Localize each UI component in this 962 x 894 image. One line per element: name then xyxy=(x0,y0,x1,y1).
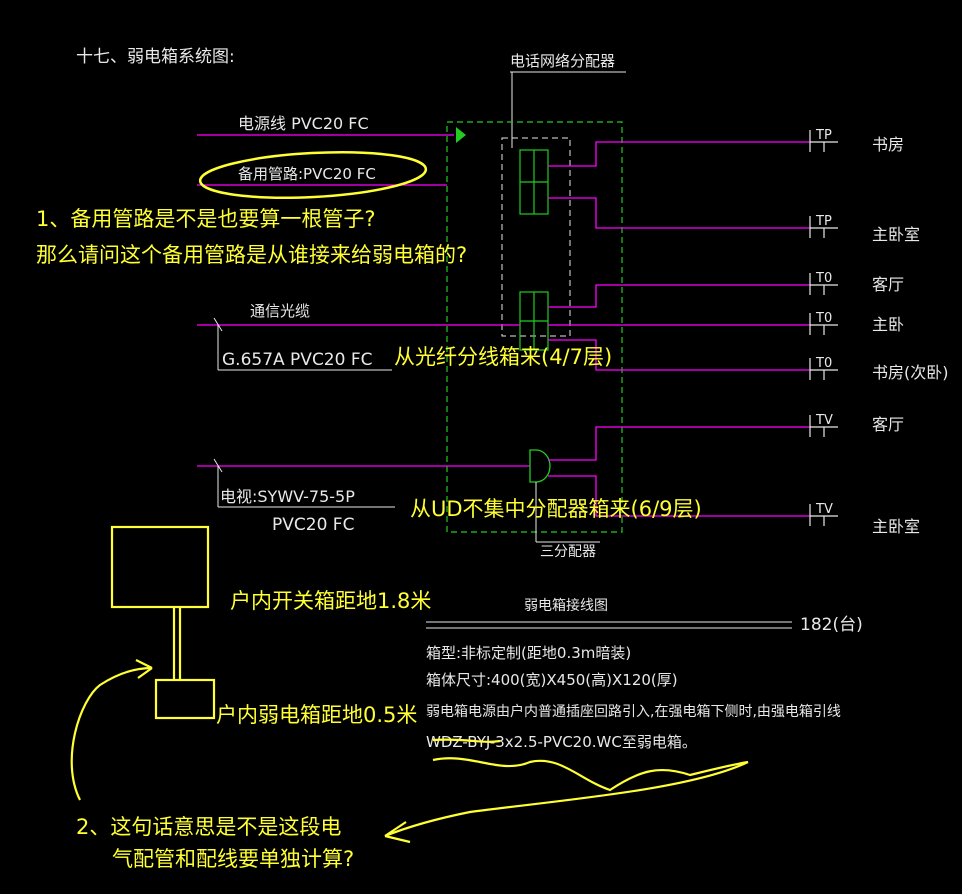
power-cable-note: WDZ-BYJ-3x2.5-PVC20.WC至弱电箱。 xyxy=(426,733,697,751)
pointer-arrow-to-weak-box xyxy=(70,666,153,801)
weak-current-box-outline xyxy=(446,121,623,533)
tv-source-annotation: 从UD不集中分配器箱来(6/9层) xyxy=(410,497,702,521)
power-source-note: 弱电箱电源由户内普通插座回路引入,在强电箱下侧时,由强电箱引线 xyxy=(426,703,841,720)
outlet-room-label: 客厅 xyxy=(872,275,904,294)
section-title: 十七、弱电箱系统图: xyxy=(76,47,235,67)
fiber-title-label: 通信光缆 xyxy=(250,302,310,320)
question-2-line-2: 气配管和配线要单独计算? xyxy=(112,847,354,871)
fiber-spec-label: G.657A PVC20 FC xyxy=(222,350,373,370)
question-1-line-1: 1、备用管路是不是也要算一根管子? xyxy=(36,207,376,231)
outlet-tv-living-room: TV 客厅 xyxy=(809,413,904,437)
svg-text:T0: T0 xyxy=(815,311,832,326)
svg-text:TP: TP xyxy=(815,128,832,143)
spare-conduit-circle-markup xyxy=(198,150,428,200)
outlet-room-label: 客厅 xyxy=(872,415,904,434)
arrow-head-icon xyxy=(384,821,411,844)
note-underline-markup xyxy=(432,738,501,743)
network-module xyxy=(519,291,549,351)
outlet-room-label: 主卧室 xyxy=(872,225,920,244)
tv-spec-label-1: 电视:SYWV-75-5P xyxy=(220,487,355,506)
outlet-tv-master-bedroom: TV 主卧室 xyxy=(809,502,920,536)
svg-text:TV: TV xyxy=(815,413,833,428)
question-1-line-2: 那么请问这个备用管路是从谁接来给弱电箱的? xyxy=(36,243,467,267)
pointer-arrow-to-question-2 xyxy=(384,761,749,838)
tv-line-tick xyxy=(213,458,223,473)
power-entry-icon xyxy=(456,127,466,143)
box-type-note: 箱型:非标定制(距地0.3m暗装) xyxy=(426,644,631,662)
weak-box-sketch xyxy=(154,678,216,720)
wiring-diagram-title: 弱电箱接线图 xyxy=(524,597,608,614)
power-line-label: 电源线 PVC20 FC xyxy=(238,114,369,133)
distributor-top-label: 电话网络分配器 xyxy=(510,52,615,70)
quantity-label: 182(台) xyxy=(800,615,863,635)
svg-text:TV: TV xyxy=(815,502,833,517)
switch-box-height-annotation: 户内开关箱距地1.8米 xyxy=(230,589,431,613)
weak-box-height-annotation: 户内弱电箱距地0.5米 xyxy=(216,703,417,727)
switch-box-sketch xyxy=(110,525,210,609)
telephone-module xyxy=(519,149,549,215)
outlet-t0-living-room: T0 客厅 xyxy=(809,271,904,295)
tv-spec-label-2: PVC20 FC xyxy=(272,515,354,535)
outlet-t0-master-bedroom: T0 主卧 xyxy=(809,311,904,335)
outlet-room-label: 书房 xyxy=(872,135,904,154)
outgoing-lines xyxy=(548,141,810,517)
spare-conduit-label: 备用管路:PVC20 FC xyxy=(238,165,376,183)
outlet-room-label: 主卧 xyxy=(872,315,904,334)
outlet-room-label: 书房(次卧) xyxy=(872,363,949,382)
outlet-tp-master-bedroom: TP 主卧室 xyxy=(809,214,920,244)
splitter-label: 三分配器 xyxy=(540,544,596,560)
arrow-head-icon xyxy=(135,659,153,679)
outlet-room-label: 主卧室 xyxy=(872,517,920,536)
telephone-network-distributor-outline xyxy=(501,137,571,337)
outlet-t0-study-second-bedroom: T0 书房(次卧) xyxy=(809,356,949,382)
outlet-tp-study: TP 书房 xyxy=(809,128,904,154)
svg-text:TP: TP xyxy=(815,214,832,229)
svg-text:T0: T0 xyxy=(815,356,832,371)
fiber-line-tick xyxy=(213,317,223,332)
svg-text:T0: T0 xyxy=(815,271,832,286)
three-way-splitter-icon xyxy=(529,449,551,483)
note-wavy-underline-markup xyxy=(432,757,749,792)
box-size-note: 箱体尺寸:400(宽)X450(高)X120(厚) xyxy=(426,671,678,689)
fiber-source-annotation: 从光纤分线箱来(4/7层) xyxy=(394,345,612,369)
question-2-line-1: 2、这句话意思是不是这段电 xyxy=(76,815,341,839)
